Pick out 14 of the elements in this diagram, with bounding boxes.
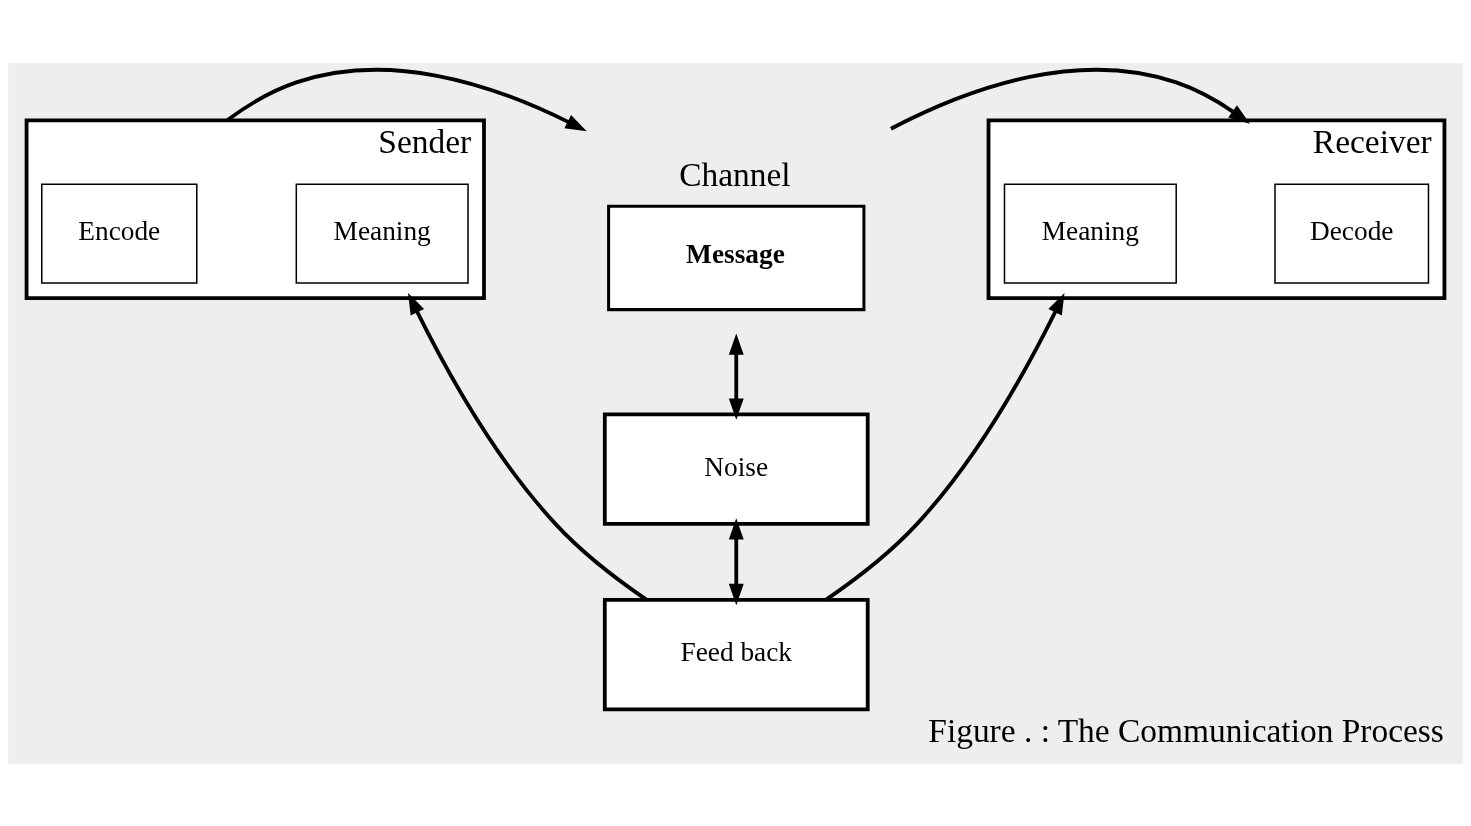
arrow xyxy=(728,517,744,605)
node-label: Channel xyxy=(679,155,791,193)
arrow xyxy=(728,332,744,420)
node-box: Encode xyxy=(41,183,198,284)
node-box: Meaning xyxy=(1003,183,1177,284)
arrow xyxy=(225,67,587,131)
caption: Figure . : The Communication Process xyxy=(928,711,1444,749)
arrow xyxy=(408,292,648,601)
node-box: Noise xyxy=(602,412,870,526)
arrow xyxy=(824,292,1065,601)
node-box: Feed back xyxy=(602,597,870,711)
arrow xyxy=(890,67,1250,130)
node-box: Meaning xyxy=(295,183,469,284)
node-box: Decode xyxy=(1274,183,1430,284)
